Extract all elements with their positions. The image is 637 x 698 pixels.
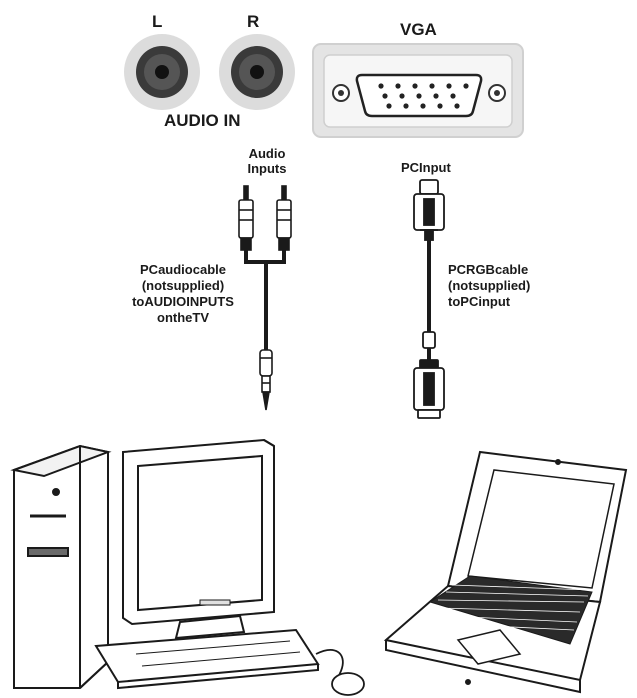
- audio-left-label: L: [152, 12, 163, 31]
- audio-inputs-label: Audio Inputs: [248, 146, 287, 176]
- vga-label: VGA: [400, 20, 437, 39]
- audio-cable-note: PCaudiocable (notsupplied) toAUDIOINPUTS…: [132, 262, 234, 326]
- audio-cable-line-4: ontheTV: [157, 310, 209, 325]
- audio-cable-line-1: PCaudiocable: [140, 262, 226, 277]
- rgb-cable-line-3: toPCinput: [448, 294, 511, 309]
- audio-inputs-line-1: Audio: [248, 146, 286, 161]
- rgb-cable-note: PCRGBcable (notsupplied) toPCinput: [448, 262, 530, 310]
- audio-right-label: R: [247, 12, 260, 31]
- audio-inputs-line-2: Inputs: [247, 161, 287, 176]
- laptop: [383, 450, 628, 694]
- vga-cable: [413, 179, 445, 419]
- audio-cable-line-3: toAUDIOINPUTS: [132, 294, 234, 309]
- audio-left-jack: [124, 34, 200, 110]
- audio-in-label: AUDIO IN: [164, 111, 241, 130]
- rgb-cable-line-2: (notsupplied): [448, 278, 531, 293]
- pc-input-label: PCInput: [401, 160, 451, 175]
- pc-tower: [10, 444, 112, 689]
- audio-right-jack: [219, 34, 295, 110]
- audio-cable-line-2: (notsupplied): [141, 278, 225, 293]
- pc-mouse: [315, 649, 365, 696]
- rgb-cable-line-1: PCRGBcable: [448, 262, 529, 277]
- pc-keyboard: [94, 628, 320, 690]
- audio-cable: [238, 185, 292, 411]
- vga-port: [312, 43, 524, 138]
- pc-monitor: [122, 438, 275, 640]
